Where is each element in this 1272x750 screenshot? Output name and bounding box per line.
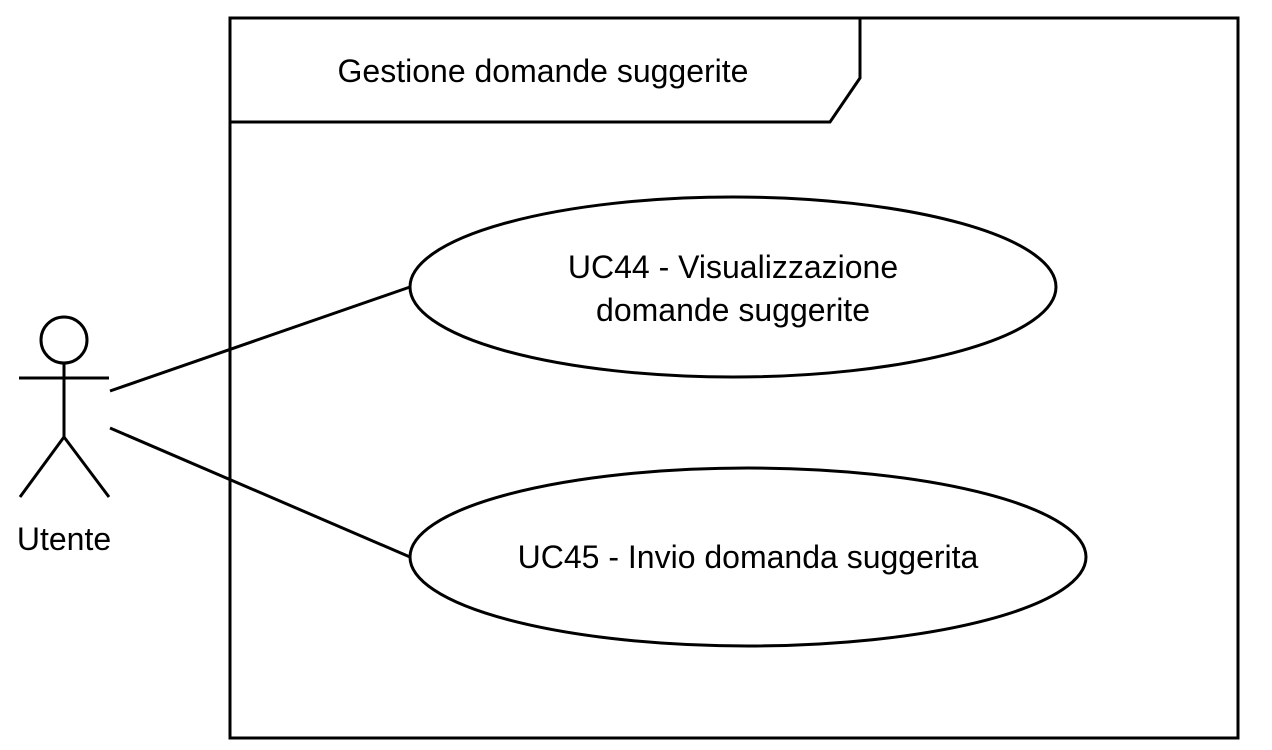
actor-name: Utente bbox=[17, 521, 111, 557]
association-uc45 bbox=[109, 426, 411, 559]
frame-title: Gestione domande suggerite bbox=[338, 53, 749, 89]
actor-left-leg bbox=[18, 436, 66, 498]
frame-title-tab bbox=[230, 18, 862, 124]
use-case-uc44-label-line2: domande suggerite bbox=[596, 292, 870, 328]
system-boundary: Gestione domande suggerite bbox=[228, 16, 1240, 740]
use-case-uc44-label-line1: UC44 - Visualizzazione bbox=[568, 249, 898, 285]
system-boundary-frame bbox=[228, 16, 1240, 740]
use-case-uc45-shape bbox=[408, 466, 1088, 648]
actor-utente[interactable]: Utente bbox=[17, 315, 111, 557]
actor-right-leg bbox=[62, 436, 111, 498]
actor-head bbox=[39, 315, 89, 365]
use-case-uc45-label: UC45 - Invio domanda suggerita bbox=[518, 539, 979, 575]
use-case-uc44-shape bbox=[408, 195, 1058, 379]
association-uc44 bbox=[109, 285, 411, 393]
use-case-uc44[interactable]: UC44 - Visualizzazione domande suggerite bbox=[408, 195, 1058, 379]
use-case-uc45[interactable]: UC45 - Invio domanda suggerita bbox=[408, 466, 1088, 648]
